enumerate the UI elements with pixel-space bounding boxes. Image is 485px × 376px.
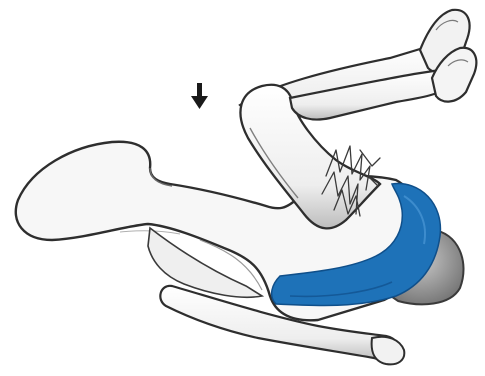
down-arrow-icon: [191, 83, 208, 109]
